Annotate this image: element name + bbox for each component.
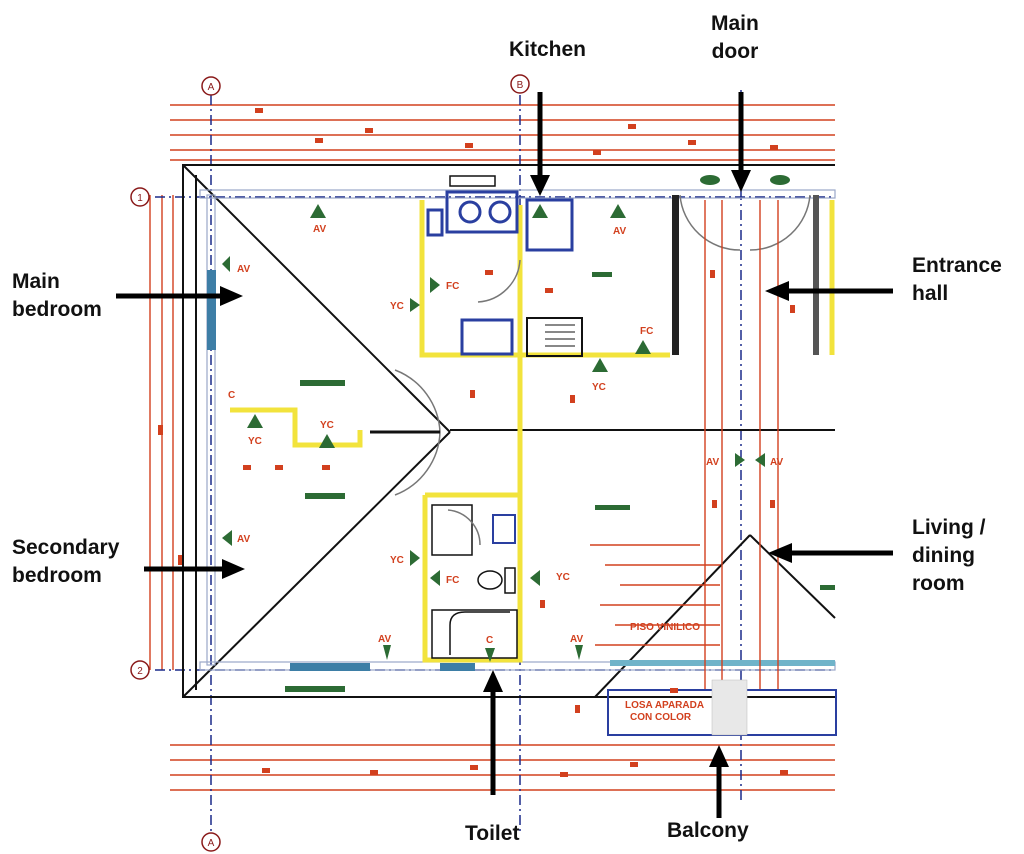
code-yc-5: YC (390, 555, 404, 566)
code-floor-note: PISO VINILICO (630, 622, 700, 633)
label-secondary-bedroom: Secondary bedroom (12, 536, 120, 587)
kitchen-fixtures (426, 175, 583, 357)
grid-marker-b-top: B (510, 74, 530, 94)
grid-marker-1-label: 1 (137, 193, 143, 204)
grid-marker-b-top-label: B (517, 80, 524, 91)
arrow-toilet (483, 670, 503, 795)
bathroom-fixtures (431, 504, 518, 659)
balcony-slab: LOSA APARADA CON COLOR (607, 679, 837, 736)
code-c-2: C (228, 390, 235, 401)
interior-dimension-ticks (243, 270, 795, 713)
label-balcony: Balcony (667, 819, 749, 842)
label-main-door: Main door (711, 12, 759, 63)
arrow-main-door (731, 92, 751, 192)
code-fc-3: FC (446, 575, 459, 586)
arrow-entrance-hall (765, 281, 893, 301)
code-yc-1: YC (390, 301, 404, 312)
bottom-dimension-lines (170, 744, 835, 791)
code-yc-2: YC (592, 382, 606, 393)
drawing-codes: AV AV AV FC YC FC YC YC YC AV AV AV YC F… (228, 224, 783, 646)
arrow-secondary-bedroom (144, 559, 245, 579)
code-av-8: AV (570, 634, 583, 645)
grid-marker-a-bottom: A (201, 832, 221, 852)
code-av-5: AV (770, 457, 783, 468)
label-living-dining-room: Living / dining room (912, 516, 986, 595)
balcony-slab-label-2: CON COLOR (630, 712, 692, 723)
left-dimension-lines (149, 195, 183, 670)
grid-marker-a-top-label: A (208, 82, 215, 93)
interior-walls (230, 200, 835, 663)
code-fc-1: FC (446, 281, 459, 292)
code-yc-3: YC (248, 436, 262, 447)
code-fc-2: FC (640, 326, 653, 337)
code-av-1: AV (313, 224, 326, 235)
label-kitchen: Kitchen (509, 38, 587, 61)
label-main-bedroom: Main bedroom (12, 270, 102, 321)
code-yc-4: YC (320, 420, 334, 431)
label-toilet: Toilet (465, 822, 520, 845)
living-room-hatching (590, 544, 720, 646)
arrow-main-bedroom (116, 286, 243, 306)
code-av-4: AV (706, 457, 719, 468)
code-av-2: AV (613, 226, 626, 237)
green-symbols (222, 175, 835, 692)
grid-marker-2-label: 2 (137, 666, 143, 677)
code-av-7: AV (378, 634, 391, 645)
grid-marker-1: 1 (130, 187, 150, 207)
code-av-6: AV (237, 534, 250, 545)
code-av-3: AV (237, 264, 250, 275)
label-entrance-hall: Entrance hall (912, 254, 1002, 305)
grid-marker-2: 2 (130, 660, 150, 680)
hall-dimension-lines (672, 195, 819, 690)
arrow-living-dining (768, 543, 893, 563)
code-yc-6: YC (556, 572, 570, 583)
arrow-balcony (709, 745, 729, 818)
code-c-1: C (486, 635, 493, 646)
arrow-kitchen (530, 92, 550, 196)
balcony-slab-label-1: LOSA APARADA (625, 700, 704, 711)
grid-marker-a-top: A (201, 76, 221, 96)
building-outline (182, 164, 836, 698)
top-dimension-lines (170, 104, 835, 161)
grid-marker-a-bottom-label: A (208, 838, 215, 849)
annotation-arrows (116, 92, 893, 818)
